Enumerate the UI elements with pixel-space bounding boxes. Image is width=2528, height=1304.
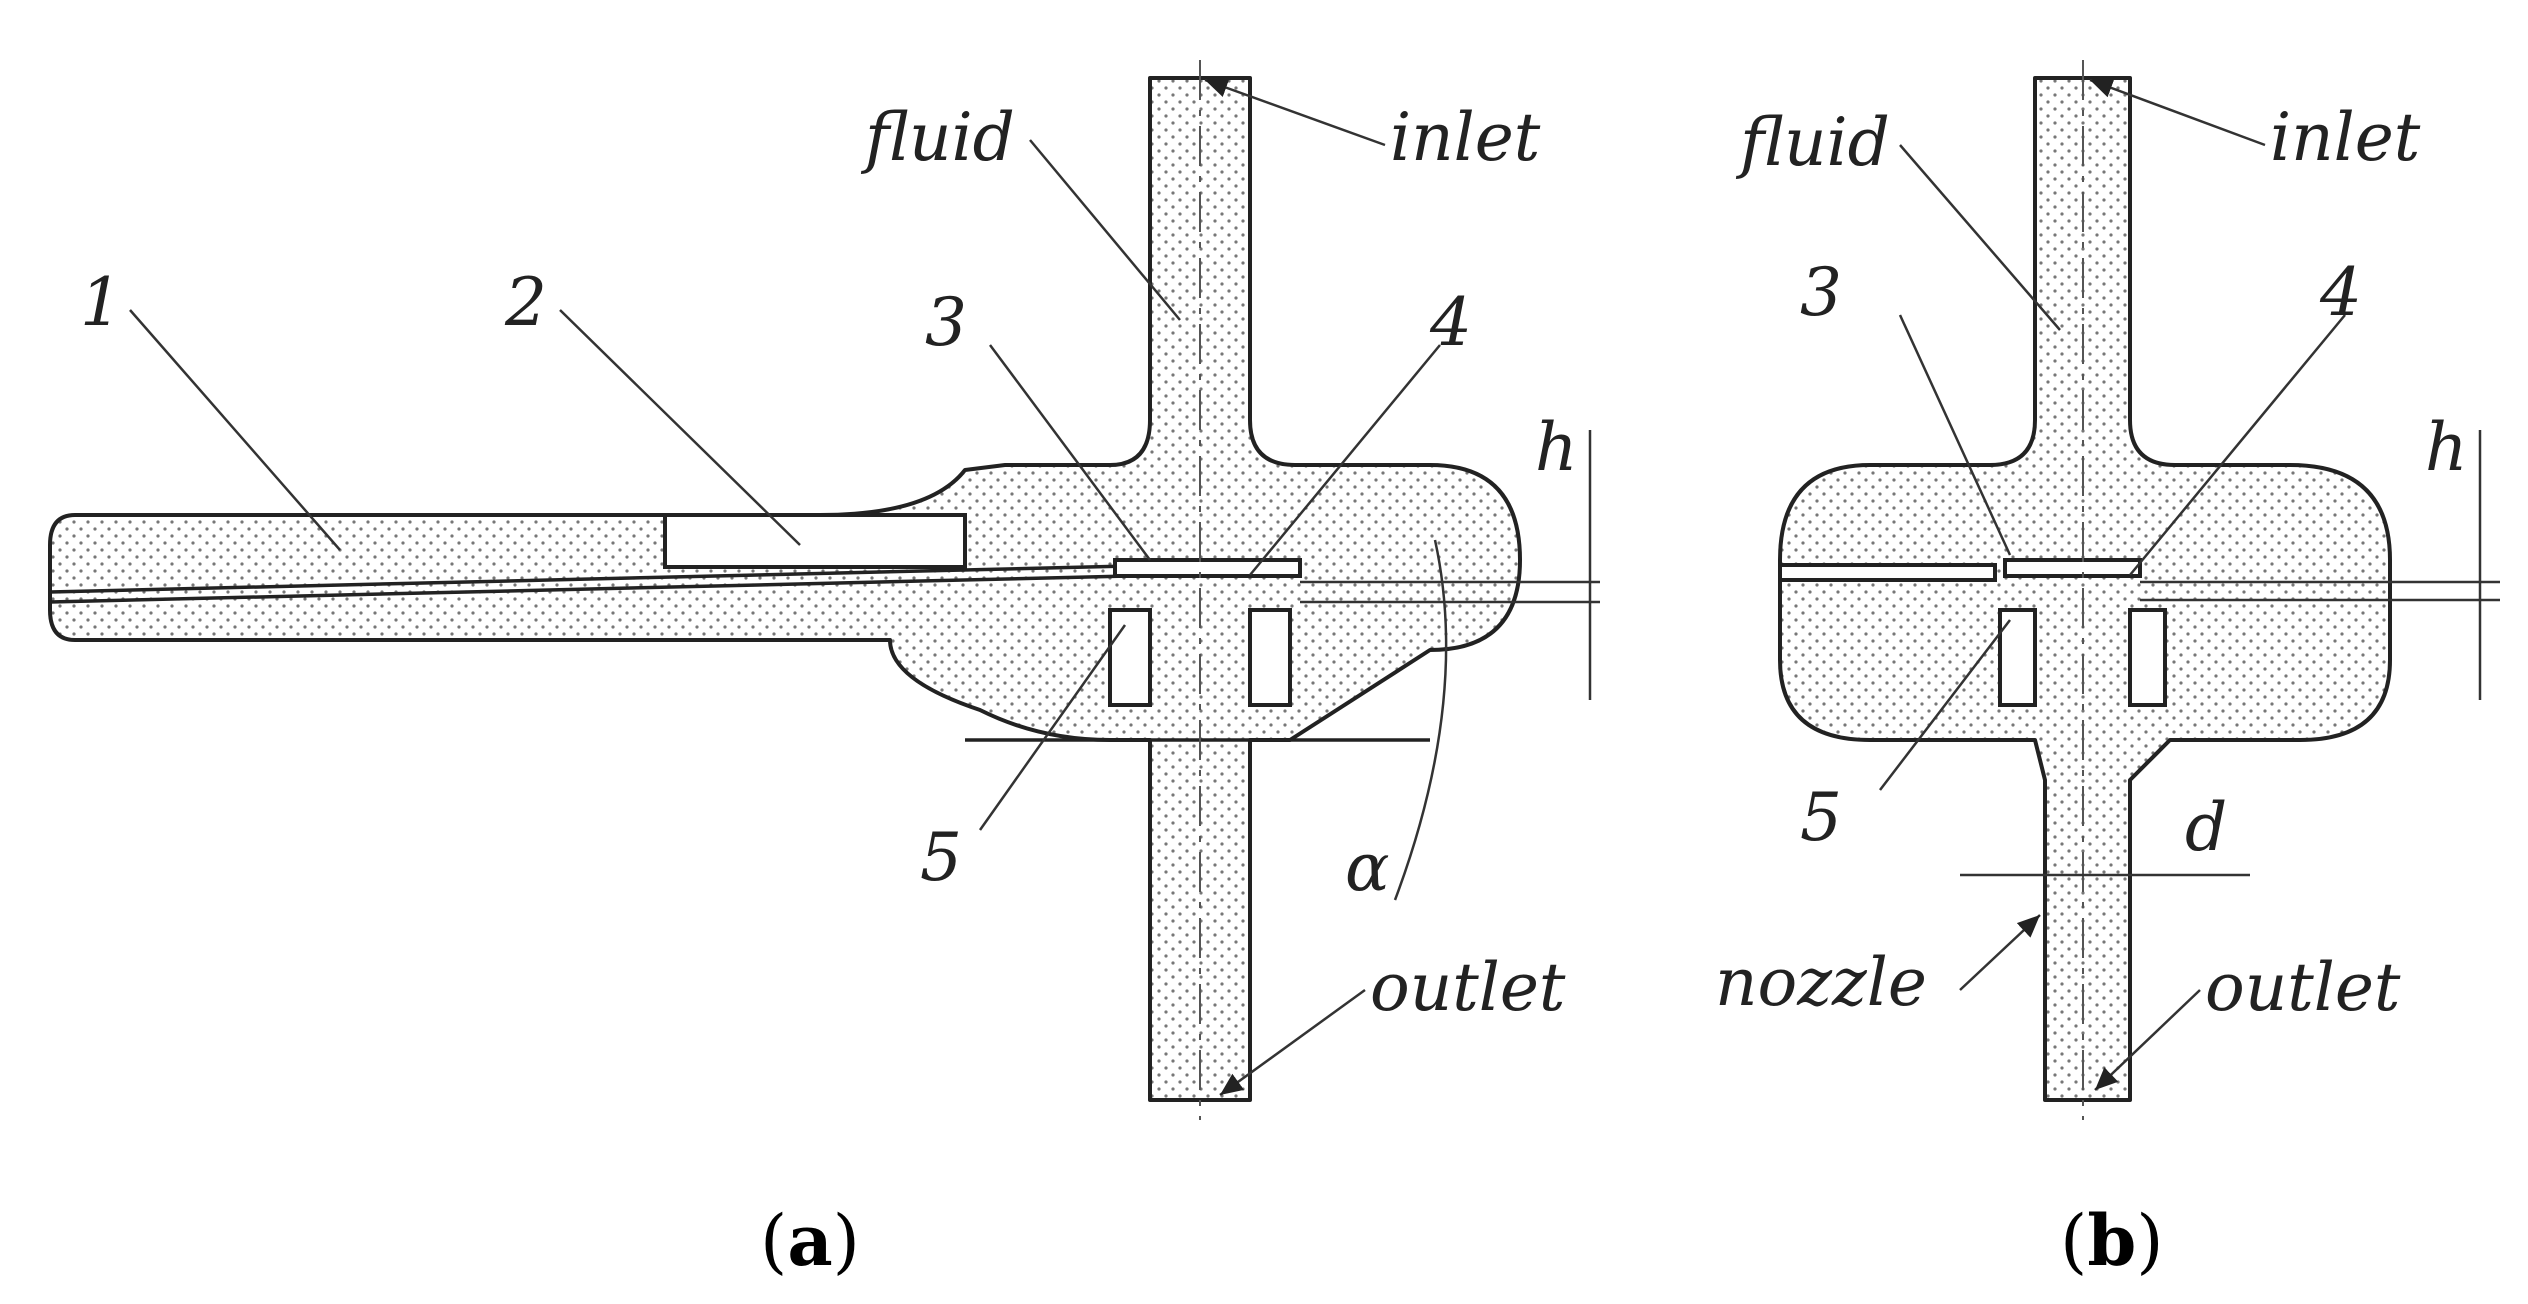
panel-a-bimorph-strip	[49, 560, 1296, 594]
panel-b-label-d: d	[2185, 789, 2227, 866]
panel-b-label-inlet: inlet	[2270, 99, 2421, 176]
panel-a-leader-4	[1249, 344, 1441, 576]
panel-a-leader-1	[129, 309, 341, 551]
panel-b-leader-4	[2129, 314, 2346, 576]
panel-a-label-5: 5	[920, 819, 962, 896]
panel-b-leader-outlet	[2094, 989, 2201, 1091]
panel-a-leader-5	[978, 624, 1127, 831]
panel-b-seat-right	[2128, 608, 2167, 707]
panel-a-seat-right	[1248, 608, 1292, 707]
panel-a-leader-inlet	[1204, 78, 1386, 147]
panel-a-label-fluid: fluid	[860, 99, 1015, 176]
panel-a-leader-outlet	[1219, 988, 1366, 1097]
panel-a-bimorph-strip-lower	[49, 570, 1296, 604]
panel-a-seat-left	[1108, 608, 1152, 707]
panel-b-leader-fluid	[1899, 144, 2061, 331]
panel-b-label-4: 4	[2319, 254, 2362, 331]
panel-a-leader-fluid	[1029, 139, 1181, 321]
panel-a-label-alpha: α	[1345, 829, 1390, 906]
panel-a-leader-3	[988, 344, 1152, 561]
panel-a-fluid-body	[48, 76, 1522, 1102]
panel-b-caption: (b)	[2060, 1199, 2164, 1282]
panel-a-label-h: h	[1535, 409, 1578, 486]
panel-a-part-2-block	[663, 513, 967, 569]
panel-b-valve-plate	[2003, 558, 2142, 578]
panel-b-leader-3	[1898, 314, 2012, 556]
panel-b-label-outlet: outlet	[2205, 949, 2401, 1026]
panel-b-fluid-body	[1778, 76, 2392, 1102]
panel-a-label-outlet: outlet	[1370, 949, 1566, 1026]
panel-b-label-5: 5	[1800, 779, 1842, 856]
panel-a-alpha-arc	[1393, 539, 1448, 901]
panel-b-label-3: 3	[1800, 254, 1842, 331]
panel-a-label-4: 4	[1429, 284, 1472, 361]
panel-b-leader-inlet	[2089, 78, 2266, 147]
panel-b-label-h: h	[2425, 409, 2468, 486]
panel-a-label-2: 2	[504, 264, 547, 341]
panel-a: 1 2 3 4 5 fluid inlet outlet h α (a)	[48, 60, 1600, 1282]
panel-b: 3 4 5 fluid inlet outlet nozzle h d (b)	[1715, 60, 2500, 1282]
panel-b-label-fluid: fluid	[1735, 104, 1890, 181]
panel-a-label-inlet: inlet	[1390, 99, 1541, 176]
panel-b-label-nozzle: nozzle	[1715, 944, 1927, 1021]
panel-a-caption: (a)	[760, 1199, 860, 1282]
panel-a-label-3: 3	[925, 284, 967, 361]
panel-b-leader-5	[1879, 619, 2011, 791]
panel-b-leader-nozzle	[1959, 914, 2041, 991]
panel-b-strip-slot	[1778, 563, 1997, 582]
panel-a-label-1: 1	[80, 264, 122, 341]
panel-a-leader-2	[559, 309, 801, 546]
panel-a-valve-plate	[1113, 558, 1302, 578]
